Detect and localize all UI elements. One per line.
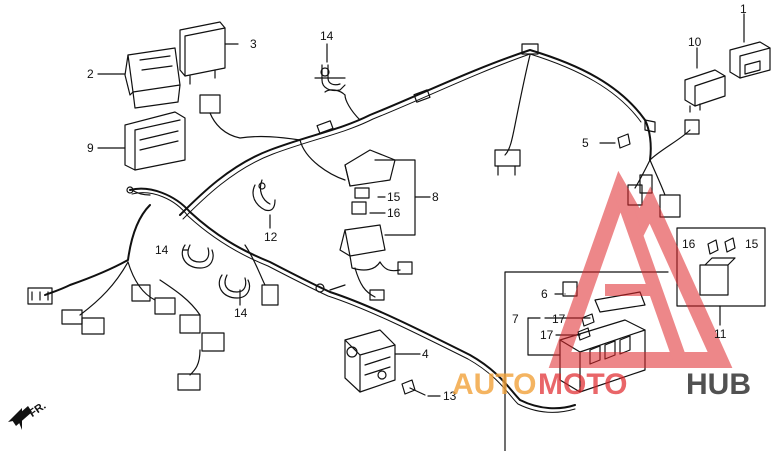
rubber-case-9 <box>124 111 186 171</box>
watermark-logo <box>548 170 733 368</box>
callout-14-left: 14 <box>155 243 169 257</box>
watermark-moto: MOTO <box>538 368 628 401</box>
bolt-13 <box>401 379 426 396</box>
callout-17-a: 17 <box>552 312 566 326</box>
callout-12: 12 <box>264 230 278 244</box>
relay-8 <box>344 149 396 187</box>
watermark-auto: AUTO <box>452 368 537 401</box>
regulator-4 <box>344 329 396 393</box>
watermark-hub: HUB <box>686 368 751 401</box>
callout-10: 10 <box>688 35 702 49</box>
left-harness-branch <box>44 204 151 296</box>
clamp-14-left <box>181 244 214 269</box>
callout-14-top: 14 <box>320 29 334 43</box>
callout-13: 13 <box>443 389 457 403</box>
callout-9: 9 <box>87 141 94 155</box>
callout-15-center: 15 <box>387 190 401 204</box>
callout-15-box: 15 <box>745 237 759 251</box>
callout-4: 4 <box>422 347 429 361</box>
callout-16-box: 16 <box>682 237 696 251</box>
callout-16-center: 16 <box>387 206 401 220</box>
callout-1: 1 <box>740 2 747 16</box>
clamp-12 <box>252 179 276 212</box>
socket-8 <box>339 224 386 271</box>
callout-2: 2 <box>87 67 94 81</box>
callout-3: 3 <box>250 37 257 51</box>
unit-3 <box>179 21 226 85</box>
callout-14-bottom: 14 <box>234 306 248 320</box>
callout-6: 6 <box>541 287 548 301</box>
callout-8: 8 <box>432 190 439 204</box>
callout-11: 11 <box>714 327 727 341</box>
part-1 <box>729 41 771 79</box>
control-unit-2 <box>124 47 181 109</box>
callout-5: 5 <box>582 136 589 150</box>
callout-17-b: 17 <box>540 328 554 342</box>
clamp-14-top <box>314 64 346 92</box>
clamp-14-bottom <box>218 274 251 299</box>
part-10 <box>684 69 726 113</box>
front-direction-arrow <box>8 406 32 430</box>
callout-7: 7 <box>512 312 519 326</box>
